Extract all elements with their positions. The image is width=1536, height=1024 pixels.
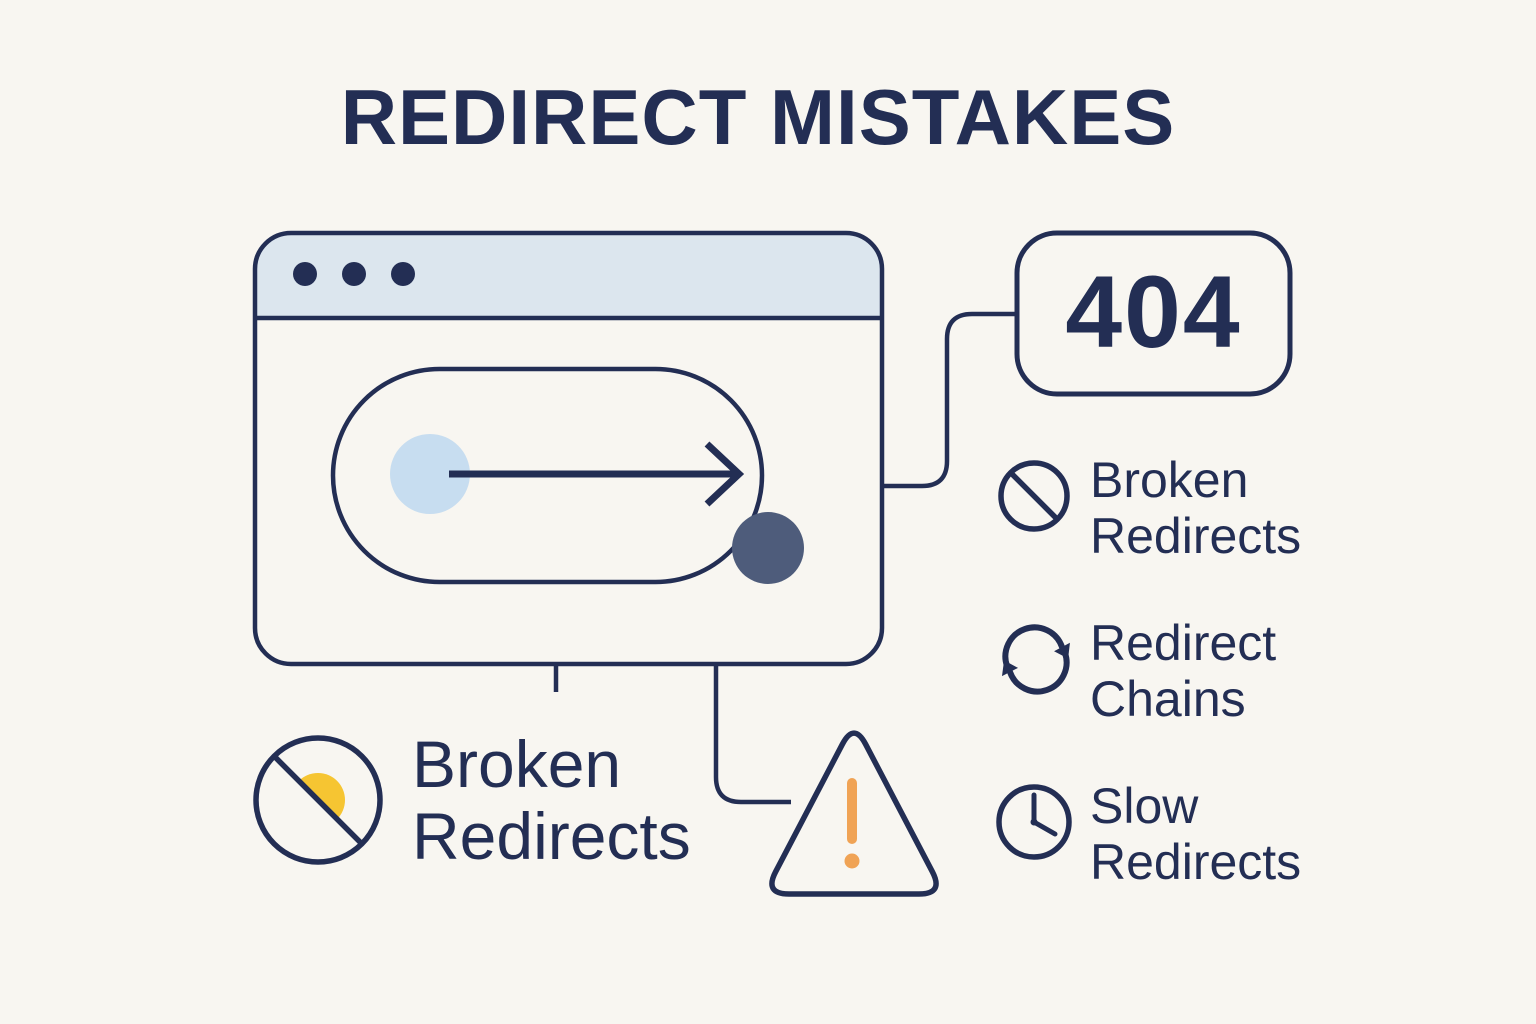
legend-item-label-broken-redirects: Broken Redirects (1090, 452, 1302, 564)
legend-item-label-slow-redirects: Slow Redirects (1090, 778, 1302, 890)
browser-window (252, 230, 885, 667)
window-dot-icon (293, 262, 317, 286)
clock-icon (996, 784, 1072, 860)
page-title: REDIRECT MISTAKES (340, 73, 1176, 161)
window-dot-icon (342, 262, 366, 286)
legend-item-label-redirect-chains: Redirect Chains (1090, 615, 1277, 727)
browser-header (255, 233, 882, 318)
error-code-text: 404 (1065, 255, 1242, 369)
warning-triangle-icon (769, 730, 939, 897)
source-dot (390, 434, 470, 514)
error-badge (1014, 230, 1293, 397)
window-control-dots (293, 262, 415, 286)
broken-redirects-callout-label: Broken Redirects (412, 727, 691, 873)
no-entry-icon (998, 460, 1070, 532)
connector-window-to-warning (713, 662, 791, 805)
no-entry-icon (253, 735, 383, 865)
exclamation-icon (844, 778, 860, 869)
destination-dot (732, 512, 804, 584)
connector-window-to-404 (884, 311, 1019, 489)
window-dot-icon (391, 262, 415, 286)
redirect-pill (330, 366, 804, 585)
refresh-icon (1001, 624, 1070, 695)
redirect-arrow-icon (449, 441, 745, 507)
